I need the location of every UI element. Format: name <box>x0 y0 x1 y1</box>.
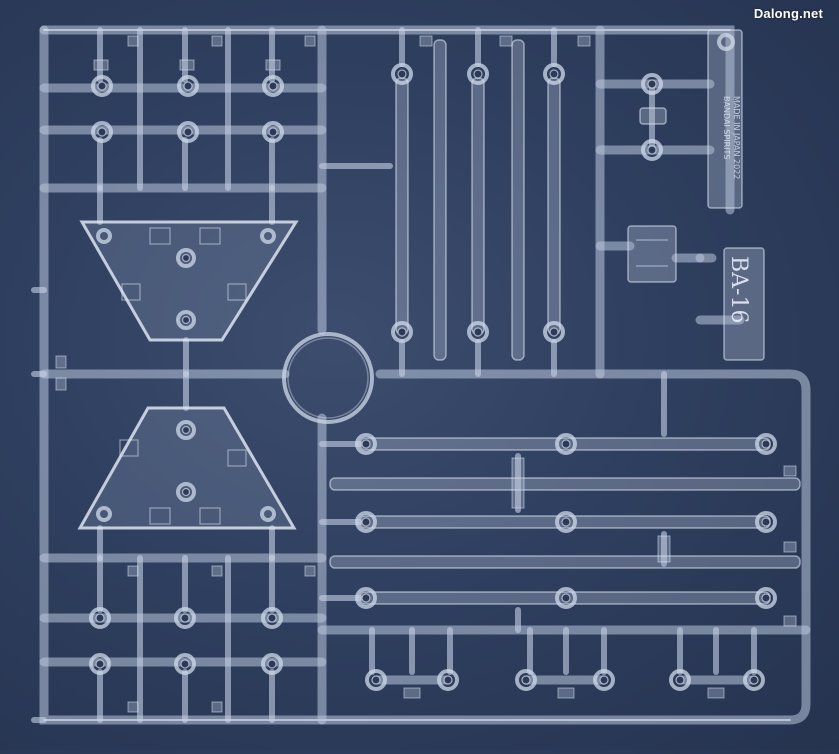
central-ring-hub <box>282 332 374 424</box>
watermark-text: Dalong.net <box>753 6 823 21</box>
left-edge-stubs <box>31 287 67 723</box>
vertical-rods <box>319 27 591 377</box>
molded-text-origin: MADE IN JAPAN 2022 <box>732 96 741 179</box>
small-parts-upper-right <box>595 73 715 283</box>
joint-parts-bottom-left <box>39 555 327 723</box>
part-code-tag: BA-16 <box>695 247 765 361</box>
part-code-label: BA-16 <box>726 256 751 323</box>
molded-text-brand: BANDAI SPIRITS <box>722 96 731 159</box>
long-bars-lower-right <box>319 371 801 633</box>
clip-parts-bottom <box>365 627 765 699</box>
plate-lower <box>77 371 297 561</box>
molded-info-tag: BANDAI SPIRITS MADE IN JAPAN 2022 <box>707 29 743 209</box>
plate-upper <box>79 185 299 377</box>
joint-parts-top-left <box>39 27 327 193</box>
